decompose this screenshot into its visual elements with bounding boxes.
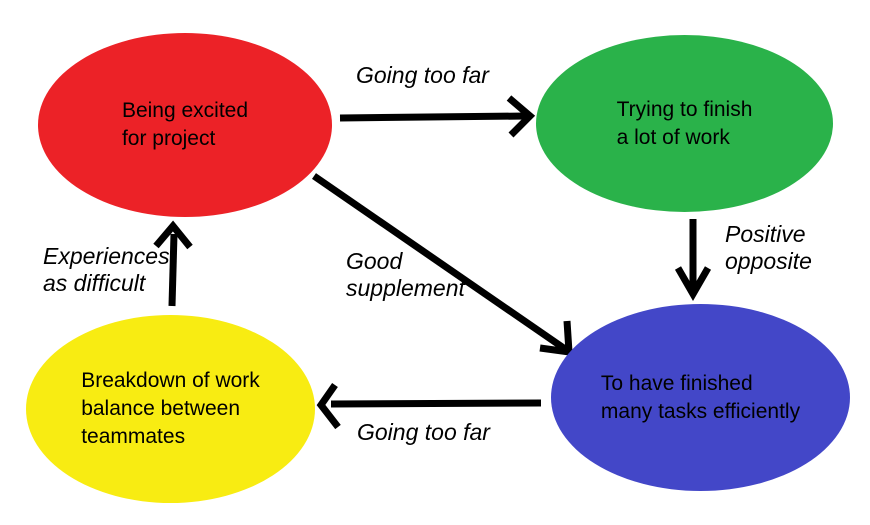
edge-label-experiences-as-difficult: Experiences as difficult (43, 243, 170, 296)
node-finished-tasks: To have finished many tasks efficiently (551, 304, 850, 491)
arrow-head-icon (153, 220, 193, 250)
node-being-excited: Being excited for project (38, 33, 332, 217)
arrow-head-icon (506, 95, 536, 138)
node-trying-to-finish-label: Trying to finish a lot of work (616, 97, 753, 149)
arrow-trying-to-finished (674, 219, 712, 302)
node-being-excited-label: Being excited for project (121, 99, 249, 150)
edge-label-going-too-far-top: Going too far (356, 62, 489, 88)
arrow-head-icon (316, 382, 341, 430)
arrow-finished-to-breakdown (316, 382, 542, 430)
node-trying-to-finish: Trying to finish a lot of work (536, 35, 833, 212)
edge-label-going-too-far-bottom: Going too far (357, 419, 490, 445)
arrow-shaft (339, 112, 527, 122)
arrow-shaft (330, 399, 542, 408)
arrow-breakdown-to-excited (153, 220, 193, 307)
arrow-excited-to-trying (339, 95, 536, 138)
node-breakdown: Breakdown of work balance between teamma… (26, 315, 315, 503)
arrow-shaft (312, 173, 570, 354)
edge-label-positive-opposite: Positive opposite (725, 221, 812, 274)
arrow-head-icon (674, 266, 712, 302)
node-finished-tasks-label: To have finished many tasks efficiently (600, 371, 801, 423)
arrow-shaft (168, 233, 178, 307)
edge-label-good-supplement: Good supplement (346, 248, 465, 301)
node-breakdown-label: Breakdown of work balance between teamma… (81, 369, 260, 448)
